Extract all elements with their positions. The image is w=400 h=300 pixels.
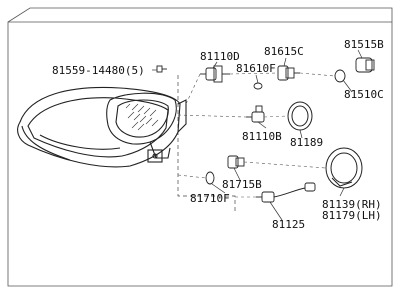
- label-81139: 81139(RH): [322, 198, 382, 211]
- frame-diagonal: [7, 7, 393, 23]
- label-81125: 81125: [272, 218, 305, 231]
- bulb-81510c: [334, 69, 346, 83]
- bulb-81710f: [205, 171, 215, 185]
- bulb-81110d: [200, 65, 230, 83]
- cap-81189: [287, 101, 313, 131]
- label-81515b: 81515B: [344, 38, 384, 51]
- screw-part: [156, 65, 167, 73]
- label-81189: 81189: [290, 136, 323, 149]
- label-81110d: 81110D: [200, 50, 240, 63]
- label-81715b: 81715B: [222, 178, 262, 191]
- label-81110b: 81110B: [242, 130, 282, 143]
- socket-81515b: [355, 57, 375, 73]
- diagram-frame: [7, 21, 393, 287]
- label-81510c: 81510C: [344, 88, 384, 101]
- cover-81139: [325, 147, 363, 189]
- socket-81615c: [277, 65, 300, 81]
- label-81559-14480: 81559-14480(5): [52, 64, 145, 77]
- bulb-81110b: [246, 105, 265, 123]
- bulb-81610f: [253, 82, 263, 90]
- housing-hatching: [125, 103, 159, 131]
- label-81615c: 81615C: [264, 45, 304, 58]
- bulb-81715b: [227, 155, 245, 169]
- wire-81125: [256, 182, 316, 203]
- dashed-connectors: [177, 72, 336, 198]
- label-81179: 81179(LH): [322, 209, 382, 222]
- label-81710f: 81710F: [190, 192, 230, 205]
- leader-lines: [152, 49, 363, 221]
- headlamp-housing: [17, 86, 187, 168]
- dashed-boundary: [177, 75, 236, 214]
- label-81610f: 81610F: [236, 62, 276, 75]
